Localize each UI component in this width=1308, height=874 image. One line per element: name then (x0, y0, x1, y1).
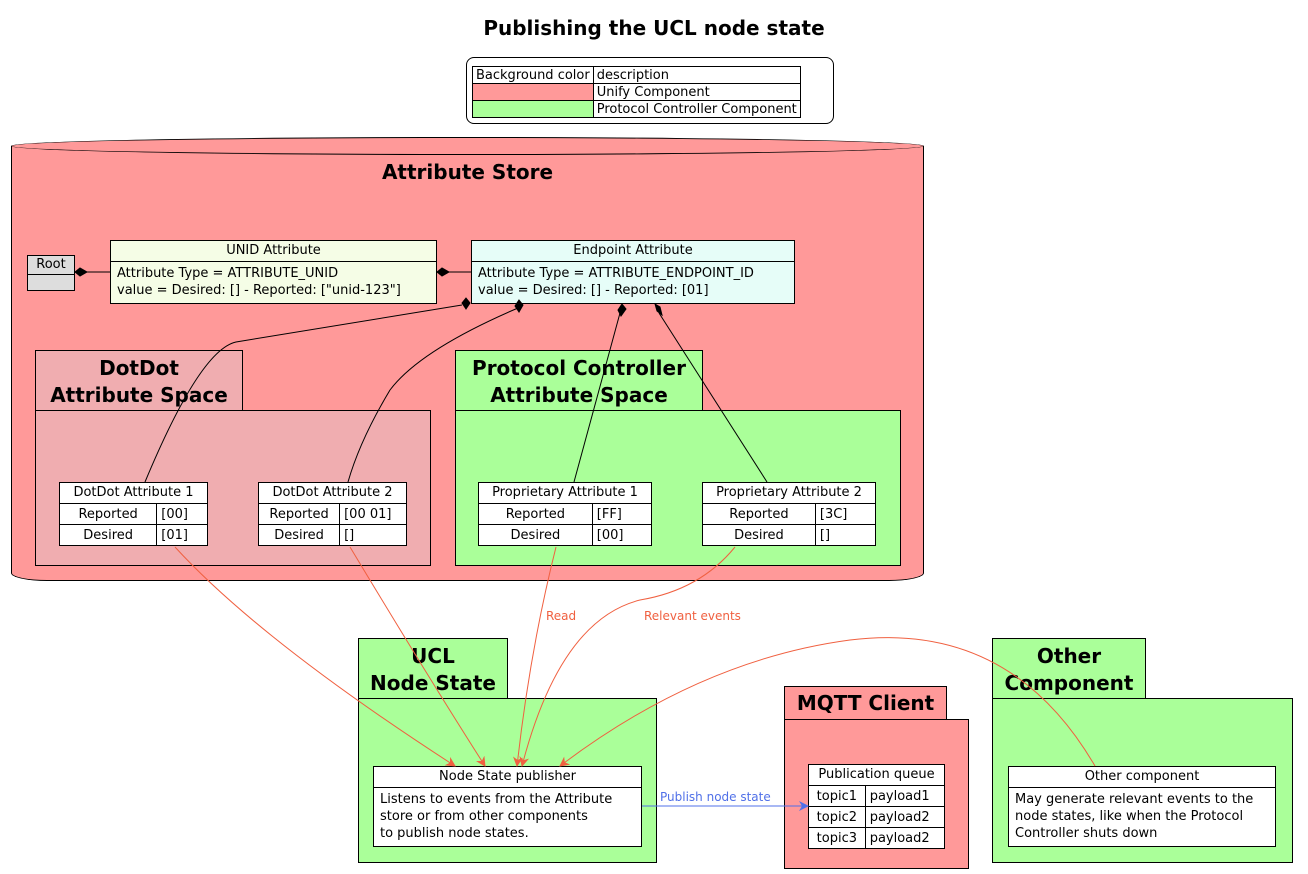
composition-diamond (654, 302, 663, 317)
legend-label-protocol-controller: Protocol Controller Component (592, 100, 801, 118)
node-state-publisher-title: Node State publisher (374, 767, 641, 788)
composition-diamond (514, 299, 524, 313)
dotdot-space-tab: DotDot Attribute Space (35, 350, 243, 411)
proprietary-attribute-2-title: Proprietary Attribute 2 (703, 483, 875, 504)
legend-label-unify: Unify Component (592, 83, 801, 101)
legend-row-unify: Unify Component (472, 83, 801, 101)
desired-value: [01] (156, 524, 207, 545)
node-state-publisher-desc-2: store or from other components (380, 809, 588, 824)
attribute-store-top (11, 137, 924, 155)
publication-queue-title: Publication queue (809, 765, 944, 786)
composition-diamond (617, 303, 627, 317)
legend: Background color description Unify Compo… (466, 57, 834, 124)
node-state-publisher: Node State publisher Listens to events f… (373, 766, 642, 847)
proprietary-attribute-1: Proprietary Attribute 1 Reported[FF] Des… (478, 482, 652, 546)
other-to-publisher-arrow (559, 637, 1096, 767)
unid-attribute: UNID Attribute Attribute Type = ATTRIBUT… (110, 240, 437, 304)
dotdot1-to-publisher-arrow (174, 546, 456, 767)
composition-diamond (436, 267, 451, 277)
desired-key: Desired (703, 524, 816, 545)
node-state-publisher-desc-3: to publish node states. (380, 826, 529, 841)
other-component-desc-3: Controller shuts down (1015, 826, 1158, 841)
dotdot-attribute-1-title: DotDot Attribute 1 (60, 483, 207, 504)
attribute-store-title: Attribute Store (381, 160, 554, 184)
diagram-title: Publishing the UCL node state (483, 16, 825, 40)
queue-topic: topic2 (809, 806, 866, 828)
dotdot2-to-publisher-arrow (349, 546, 486, 767)
node-state-publisher-desc-1: Listens to events from the Attribute (380, 792, 613, 807)
composition-diamond (461, 297, 471, 310)
endpoint-attribute-type: Attribute Type = ATTRIBUTE_ENDPOINT_ID (478, 266, 754, 281)
endpoint-dotdot1-link (144, 304, 463, 483)
pc-space-title-line1: Protocol Controller (472, 356, 686, 380)
other-component-tab: Other Component (992, 638, 1146, 699)
ucl-node-state-title-line1: UCL (411, 644, 455, 668)
unid-attribute-type: Attribute Type = ATTRIBUTE_UNID (117, 266, 339, 281)
reported-value: [FF] (596, 506, 622, 522)
prop2-to-publisher-arrow (519, 546, 736, 767)
queue-topic: topic1 (809, 786, 866, 807)
endpoint-prop2-link (658, 312, 768, 483)
legend-table: Background color description Unify Compo… (472, 66, 801, 118)
read-edge-label: Read (546, 609, 576, 623)
endpoint-dotdot2-link (347, 307, 519, 483)
queue-payload: payload2 (865, 827, 944, 848)
relevant-events-edge-label: Relevant events (644, 609, 741, 623)
unid-attribute-title: UNID Attribute (111, 241, 436, 262)
legend-row-protocol-controller: Protocol Controller Component (472, 100, 801, 118)
reported-key: Reported (703, 504, 816, 525)
endpoint-attribute: Endpoint Attribute Attribute Type = ATTR… (471, 240, 795, 304)
other-component-box: Other component May generate relevant ev… (1008, 766, 1276, 847)
pc-space-tab: Protocol Controller Attribute Space (455, 350, 703, 411)
desired-key: Desired (479, 524, 593, 545)
dotdot-attribute-2-title: DotDot Attribute 2 (259, 483, 406, 504)
dotdot-space-title-line2: Attribute Space (50, 383, 228, 407)
other-component-desc-2: node states, like when the Protocol (1015, 809, 1244, 824)
ucl-node-state-tab: UCL Node State (358, 638, 508, 699)
reported-value: [00 01] (344, 506, 392, 522)
proprietary-attribute-1-title: Proprietary Attribute 1 (479, 483, 651, 504)
queue-payload: payload2 (865, 806, 944, 828)
reported-key: Reported (479, 504, 593, 525)
legend-swatch-protocol-controller (472, 100, 594, 118)
endpoint-prop1-link (573, 312, 621, 483)
mqtt-client-title: MQTT Client (796, 691, 935, 715)
desired-key: Desired (60, 524, 158, 545)
unid-attribute-value: value = Desired: [] - Reported: ["unid-1… (117, 283, 401, 298)
dotdot-attribute-1: DotDot Attribute 1 Reported[00] Desired[… (59, 482, 208, 546)
other-component-title-line2: Component (1004, 671, 1134, 695)
other-component-box-title: Other component (1009, 767, 1275, 788)
endpoint-attribute-title: Endpoint Attribute (472, 241, 794, 262)
reported-value: [00] (161, 506, 188, 522)
desired-value: [] (815, 524, 875, 545)
reported-key: Reported (259, 504, 341, 525)
legend-header-color: Background color (472, 66, 594, 84)
proprietary-attribute-2: Proprietary Attribute 2 Reported[3C] Des… (702, 482, 876, 546)
pc-space-title-line2: Attribute Space (490, 383, 668, 407)
other-component-desc-1: May generate relevant events to the (1015, 792, 1254, 807)
desired-key: Desired (259, 524, 341, 545)
dotdot-attribute-2: DotDot Attribute 2 Reported[00 01] Desir… (258, 482, 407, 546)
publish-edge-label: Publish node state (660, 790, 771, 804)
root-label: Root (28, 256, 74, 275)
reported-key: Reported (60, 504, 158, 525)
legend-swatch-unify (472, 83, 594, 101)
root-node: Root (27, 255, 75, 291)
prop1-to-publisher-arrow (513, 546, 557, 767)
queue-topic: topic3 (809, 827, 866, 848)
reported-value: [3C] (819, 506, 848, 522)
other-component-title-line1: Other (1036, 644, 1102, 668)
endpoint-attribute-value: value = Desired: [] - Reported: [01] (478, 283, 709, 298)
desired-value: [00] (592, 524, 651, 545)
queue-payload: payload1 (869, 788, 930, 804)
dotdot-space-title-line1: DotDot (99, 356, 179, 380)
desired-value: [] (339, 524, 406, 545)
composition-diamond (74, 267, 89, 277)
